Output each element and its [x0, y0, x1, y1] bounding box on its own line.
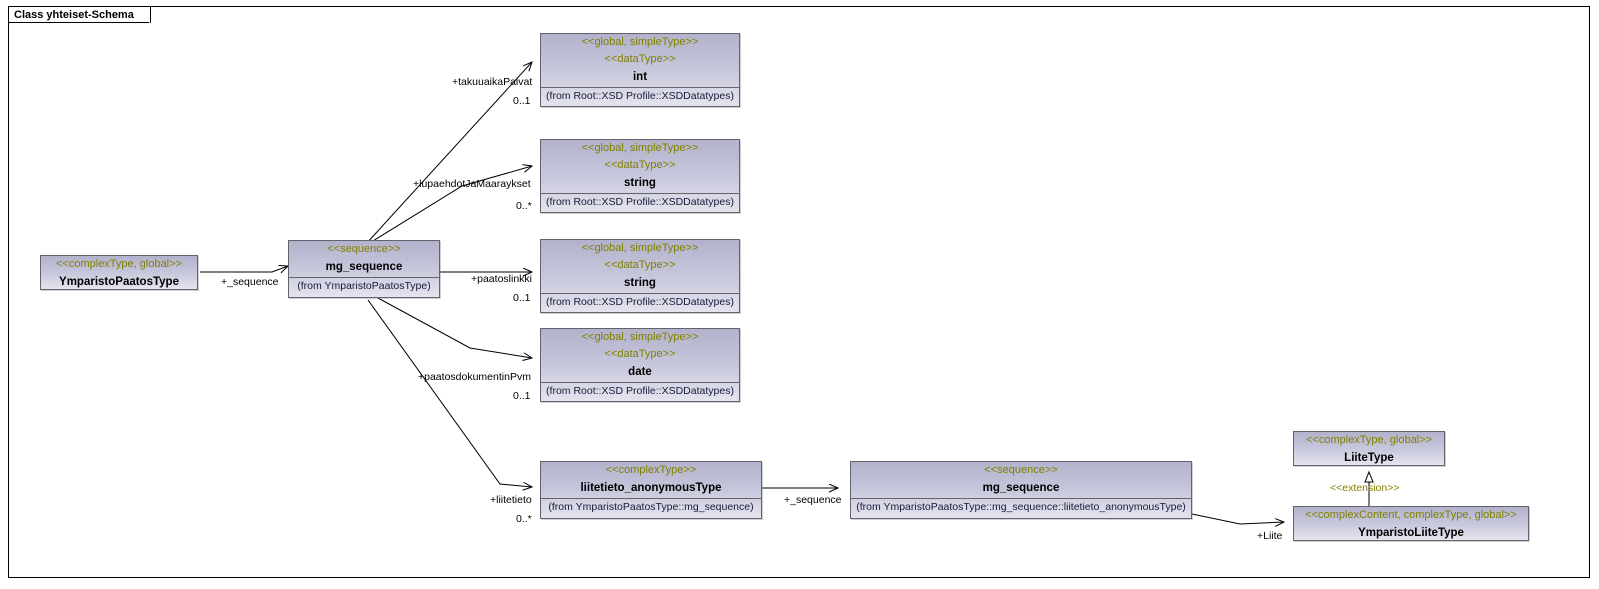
class-node-string-2[interactable]: <<global, simpleType>> <<dataType>> stri…: [540, 239, 740, 313]
node-from: (from YmparistoPaatosType::mg_sequence): [541, 498, 761, 515]
node-stereotype: <<global, simpleType>>: [581, 142, 699, 154]
node-stereotype-datatype: <<dataType>>: [604, 259, 676, 271]
node-name: LiiteType: [1344, 452, 1394, 464]
node-stereotype: <<sequence>>: [984, 464, 1058, 476]
edge-label-takuuaikaPaivat: +takuuaikaPaivat: [452, 76, 533, 88]
node-from: (from Root::XSD Profile::XSDDatatypes): [541, 193, 739, 210]
class-node-ymparistoLiiteType[interactable]: <<complexContent, complexType, global>> …: [1293, 506, 1529, 541]
class-node-liitetieto-anonymousType[interactable]: <<complexType>> liitetieto_anonymousType…: [540, 461, 762, 519]
edge-mult-takuuaikaPaivat: 0..1: [513, 95, 531, 107]
node-from: (from YmparistoPaatosType::mg_sequence::…: [851, 498, 1191, 515]
node-stereotype: <<complexType>>: [605, 464, 697, 476]
node-name: string: [624, 277, 656, 289]
node-from: (from YmparistoPaatosType): [289, 277, 439, 294]
edge-mgsequence-to-string1[interactable]: [367, 166, 532, 245]
node-stereotype: <<global, simpleType>>: [581, 36, 699, 48]
node-name: mg_sequence: [325, 261, 403, 273]
class-node-string-1[interactable]: <<global, simpleType>> <<dataType>> stri…: [540, 139, 740, 213]
edge-label-Liite: +Liite: [1257, 530, 1283, 542]
node-name: mg_sequence: [982, 482, 1060, 494]
diagram-frame: [8, 6, 1590, 578]
edge-label-_sequence-liite: +_sequence: [784, 494, 842, 506]
edge-label-paatoslinkki: +paatoslinkki: [471, 273, 532, 285]
node-name: string: [624, 177, 656, 189]
node-from: (from Root::XSD Profile::XSDDatatypes): [541, 293, 739, 310]
node-stereotype-datatype: <<dataType>>: [604, 53, 676, 65]
node-stereotype: <<global, simpleType>>: [581, 331, 699, 343]
edge-label-extension: <<extension>>: [1330, 482, 1400, 494]
node-stereotype: <<complexContent, complexType, global>>: [1305, 509, 1517, 521]
node-name: YmparistoPaatosType: [59, 276, 179, 288]
edge-mgsequence-to-int[interactable]: [365, 62, 532, 245]
edge-mgsequence-to-date[interactable]: [377, 297, 532, 358]
edge-mgsequence2-to-ymparistoliite[interactable]: [1191, 513, 1284, 524]
node-name: liitetieto_anonymousType: [580, 482, 722, 494]
edge-mgsequence-to-liitetieto[interactable]: [367, 299, 532, 487]
class-node-date[interactable]: <<global, simpleType>> <<dataType>> date…: [540, 328, 740, 402]
node-name: int: [632, 71, 648, 83]
edge-label-paatosdokumentinPvm: +paatosdokumentinPvm: [418, 371, 531, 383]
edge-label-_sequence-root: +_sequence: [221, 276, 279, 288]
node-stereotype: <<complexType, global>>: [1306, 434, 1432, 446]
edge-label-liitetieto: +liitetieto: [490, 494, 532, 506]
node-stereotype-datatype: <<dataType>>: [604, 348, 676, 360]
node-from: (from Root::XSD Profile::XSDDatatypes): [541, 382, 739, 399]
node-name: YmparistoLiiteType: [1358, 527, 1464, 539]
diagram-title-tab[interactable]: Class yhteiset-Schema: [8, 6, 151, 24]
node-stereotype: <<global, simpleType>>: [581, 242, 699, 254]
edge-label-lupaehdotJaMaaraykset: +lupaehdotJaMaaraykset: [413, 178, 531, 190]
edge-mult-paatosdokumentinPvm: 0..1: [513, 390, 531, 402]
class-node-int[interactable]: <<global, simpleType>> <<dataType>> int …: [540, 33, 740, 107]
node-stereotype: <<sequence>>: [327, 243, 401, 255]
edge-mult-liitetieto: 0..*: [516, 513, 532, 525]
node-from: (from Root::XSD Profile::XSDDatatypes): [541, 87, 739, 104]
diagram-title-label: Class yhteiset-Schema: [14, 8, 134, 21]
class-node-mg-sequence-root[interactable]: <<sequence>> mg_sequence (from Ymparisto…: [288, 240, 440, 298]
edge-paatostype-to-mgsequence[interactable]: [200, 266, 288, 272]
node-stereotype: <<complexType, global>>: [56, 258, 182, 270]
edge-mult-lupaehdotJaMaaraykset: 0..*: [516, 200, 532, 212]
tab-corner-fold: [138, 7, 150, 24]
edge-mult-paatoslinkki: 0..1: [513, 292, 531, 304]
class-node-liiteType[interactable]: <<complexType, global>> LiiteType: [1293, 431, 1445, 466]
node-stereotype-datatype: <<dataType>>: [604, 159, 676, 171]
class-node-mg-sequence-liite[interactable]: <<sequence>> mg_sequence (from Ymparisto…: [850, 461, 1192, 519]
class-node-ymparistoPaatosType[interactable]: <<complexType, global>> YmparistoPaatosT…: [40, 255, 198, 290]
node-name: date: [628, 366, 652, 378]
